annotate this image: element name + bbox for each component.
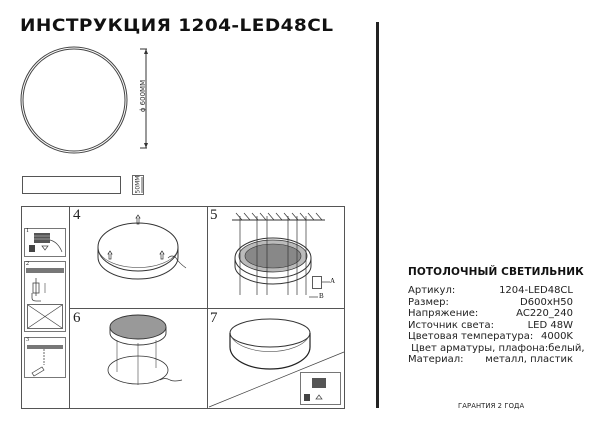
step-6-number: 6 (73, 310, 81, 326)
lamp-side-view-drawing (22, 175, 144, 195)
spec-row-voltage: Напряжение: AC220_240 (408, 308, 573, 320)
document-title: ИНСТРУКЦИЯ 1204-LED48CL (20, 16, 334, 35)
step-4-number: 4 (73, 207, 81, 223)
spec-row-fixture-color: Цвет арматуры, плафона: белый, (408, 342, 584, 355)
callout-b: B (319, 292, 324, 300)
lamp-top-view-drawing (20, 46, 148, 154)
callout-a: A (330, 277, 336, 285)
step-3-number: 3 (26, 337, 29, 343)
spec-label: Источник света: (408, 319, 494, 331)
step-1-number: 1 (26, 228, 29, 234)
page-divider (376, 22, 379, 408)
spec-value: белый, (548, 342, 585, 354)
spec-label: Напряжение: (408, 308, 479, 319)
spec-value: LED 48W (527, 319, 573, 331)
warranty-note: ГАРАНТИЯ 2 ГОДА (458, 402, 525, 410)
spec-row-material: Материал: металл, пластик (408, 354, 573, 366)
spec-value: 4000K (540, 331, 573, 342)
spec-value: 1204-LED48CL (499, 285, 573, 296)
step-7-number: 7 (210, 310, 218, 326)
spec-row-size: Размер: D600xH50 (408, 297, 573, 309)
spec-list: Артикул: 1204-LED48CL Размер: D600xH50 Н… (408, 285, 585, 366)
spec-label: Размер: (408, 296, 449, 308)
spec-row-light-source: Источник света: LED 48W (408, 320, 573, 332)
step-5-number: 5 (210, 207, 218, 223)
spec-value: D600xH50 (520, 296, 573, 308)
spec-label: Цветовая температура: (408, 331, 534, 342)
spec-label: Материал: (408, 354, 464, 365)
step-2-number: 2 (26, 261, 29, 267)
instruction-steps-grid (21, 206, 345, 409)
spec-row-color-temperature: Цветовая температура: 4000K (408, 331, 573, 343)
product-heading: ПОТОЛОЧНЫЙ СВЕТИЛЬНИК (408, 266, 584, 278)
spec-label: Цвет арматуры, плафона: (408, 342, 549, 354)
spec-value: AC220_240 (516, 308, 573, 319)
spec-value: металл, пластик (485, 354, 573, 365)
spec-label: Артикул: (408, 285, 456, 296)
spec-row-article: Артикул: 1204-LED48CL (408, 285, 573, 297)
